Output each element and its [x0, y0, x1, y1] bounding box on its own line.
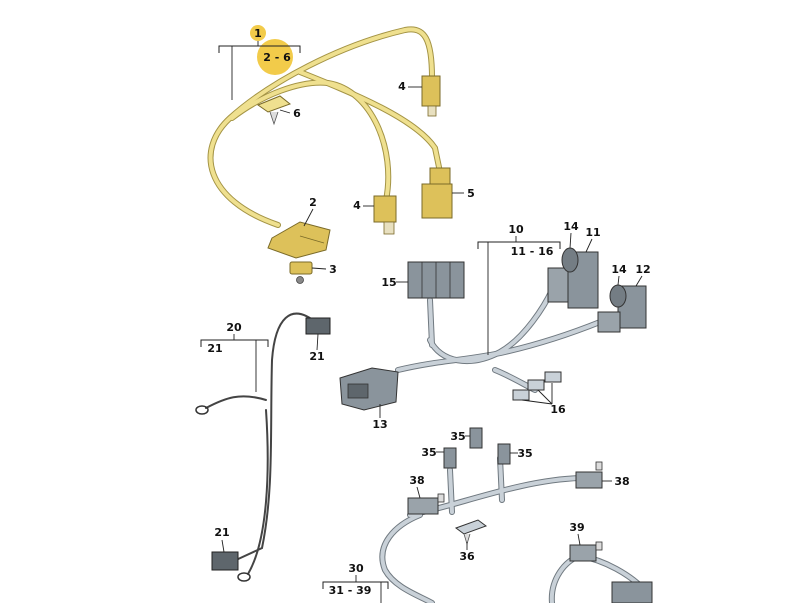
- label-1-range: 2 - 6: [263, 51, 291, 64]
- bracket-30: [322, 581, 389, 589]
- leader-21-lower: [221, 539, 225, 553]
- bracket-10: [477, 241, 561, 249]
- connector-38-left: [407, 493, 445, 515]
- label-10: 10: [508, 223, 524, 236]
- label-35-middle: 35: [450, 430, 465, 443]
- label-20-range: 21: [207, 342, 222, 355]
- label-21-upper: 21: [309, 350, 324, 363]
- bracket-3: [289, 261, 313, 284]
- connector-39: [569, 541, 603, 562]
- connectors-16: [512, 371, 562, 401]
- clip-36: [454, 519, 488, 546]
- connector-38-right: [575, 461, 603, 489]
- label-38-left: 38: [409, 474, 424, 487]
- ring-terminal-bottom: [237, 572, 251, 582]
- label-35-left: 35: [421, 446, 436, 459]
- label-layer: 1 2 - 6 2 3 4 4 5 6 10 11 - 16 11 12: [200, 25, 651, 603]
- connector-21-lower: [211, 551, 239, 571]
- label-14-right: 14: [611, 263, 627, 276]
- label-30-range: 31 - 39: [329, 584, 372, 597]
- connector-14-right: [609, 284, 627, 308]
- label-5: 5: [467, 187, 475, 200]
- label-21-lower: 21: [214, 526, 229, 539]
- leader-21-upper: [316, 333, 319, 351]
- label-11: 11: [585, 226, 600, 239]
- label-10-range: 11 - 16: [511, 245, 554, 258]
- highlight-circle: [257, 39, 293, 75]
- bracket-1: [218, 45, 301, 53]
- connector-15: [407, 261, 465, 299]
- label-1: 1: [254, 27, 262, 40]
- connector-2: [267, 221, 331, 259]
- label-30: 30: [348, 562, 364, 575]
- leader-14-left: [569, 232, 572, 249]
- harness-assembly-1: [207, 26, 453, 284]
- connector-5: [421, 167, 453, 219]
- leader-6: [279, 109, 291, 114]
- harness-assembly-20: [195, 312, 331, 582]
- label-12: 12: [635, 263, 650, 276]
- harness-20-cable: [205, 312, 319, 575]
- label-36: 36: [459, 550, 475, 563]
- label-38-right: 38: [614, 475, 629, 488]
- label-4-lower: 4: [353, 199, 361, 212]
- connector-4-upper: [421, 75, 441, 117]
- connector-bottom-right: [611, 581, 653, 603]
- label-20: 20: [226, 321, 242, 334]
- ring-terminal-left: [195, 405, 209, 415]
- clip-35-middle: [469, 427, 483, 449]
- leader-2: [303, 208, 314, 227]
- leader-12: [635, 275, 643, 287]
- label-14-left: 14: [563, 220, 579, 233]
- harness-1-cable: [208, 27, 442, 227]
- label-39: 39: [569, 521, 584, 534]
- leader-38-left: [416, 486, 421, 499]
- clip-35-left: [443, 447, 457, 469]
- clip-6: [256, 95, 292, 126]
- label-3: 3: [329, 263, 337, 276]
- clip-35-right: [497, 443, 511, 465]
- leader-11: [585, 238, 593, 253]
- label-13: 13: [372, 418, 387, 431]
- harness-assembly-10: [339, 247, 647, 411]
- label-4-upper: 4: [398, 80, 406, 93]
- label-35-right: 35: [517, 447, 532, 460]
- leader-3: [311, 267, 327, 270]
- connector-4-lower: [373, 195, 397, 235]
- connector-13: [339, 367, 399, 411]
- label-15: 15: [381, 276, 396, 289]
- bracket-20: [200, 339, 269, 347]
- connector-21-upper: [305, 317, 331, 335]
- leader-39: [577, 533, 581, 546]
- leader-16: [521, 383, 553, 405]
- leader-14-right: [617, 275, 620, 286]
- label-16: 16: [550, 403, 566, 416]
- harness-assembly-30: [379, 427, 653, 603]
- label-2: 2: [309, 196, 317, 209]
- connector-14-left: [561, 247, 579, 273]
- harness-10-cable: [396, 288, 602, 392]
- highlight-dot: [250, 25, 266, 41]
- label-6: 6: [293, 107, 301, 120]
